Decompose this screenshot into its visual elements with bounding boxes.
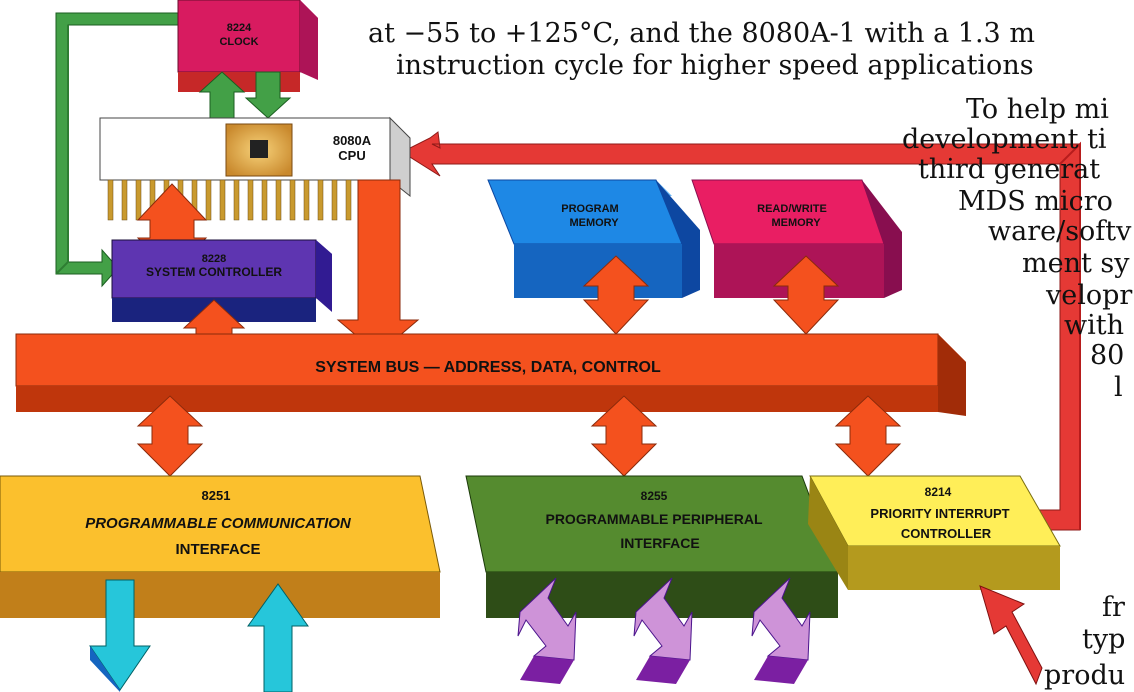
interrupt-part-number: 8214 — [925, 485, 952, 499]
clock-cpu-arrows — [198, 71, 292, 119]
clock-block: 8224 CLOCK — [177, 0, 318, 92]
peripheral-port-arrow-c — [751, 577, 811, 684]
cpu-part-number: 8080A — [333, 133, 372, 148]
bus-peripheral-arrow — [590, 395, 658, 477]
interrupt-input-arrow — [979, 585, 1043, 686]
comm-interface-block: 8251 PROGRAMMABLE COMMUNICATION INTERFAC… — [0, 475, 441, 618]
rw-memory-line1: READ/WRITE — [757, 203, 827, 215]
rw-memory-line2: MEMORY — [771, 217, 821, 229]
program-memory-bus-arrow — [582, 255, 650, 335]
rw-memory-block: READ/WRITE MEMORY — [691, 179, 902, 298]
controller-part-number: 8228 — [202, 253, 226, 265]
cpu-label: CPU — [338, 148, 365, 163]
controller-label: SYSTEM CONTROLLER — [146, 265, 282, 279]
comm-line1: PROGRAMMABLE COMMUNICATION — [85, 515, 352, 532]
system-bus-label: SYSTEM BUS — ADDRESS, DATA, CONTROL — [315, 359, 661, 376]
cpu-block: 8080A CPU — [99, 116, 411, 221]
interrupt-controller-block: 8214 PRIORITY INTERRUPT CONTROLLER — [808, 475, 1061, 590]
bus-interrupt-arrow — [834, 395, 902, 477]
peripheral-interface-block: 8255 PROGRAMMABLE PERIPHERAL INTERFACE — [465, 475, 839, 618]
peripheral-port-arrow-b — [633, 577, 693, 684]
serial-in-arrow — [247, 583, 309, 692]
serial-out-arrow — [89, 579, 151, 692]
program-memory-line2: MEMORY — [569, 217, 619, 229]
peripheral-port-arrow-a — [517, 577, 577, 684]
peripheral-line2: INTERFACE — [620, 535, 699, 551]
rw-memory-bus-arrow — [772, 255, 840, 335]
peripheral-part-number: 8255 — [641, 489, 668, 503]
bus-comm-arrow — [136, 395, 204, 477]
system-bus-block: SYSTEM BUS — ADDRESS, DATA, CONTROL — [15, 333, 966, 416]
clock-part-number: 8224 — [227, 22, 252, 34]
interrupt-loop-arrow — [400, 131, 1081, 531]
program-memory-block: PROGRAM MEMORY — [487, 179, 700, 298]
clock-loop-arrow — [55, 12, 179, 288]
peripheral-line1: PROGRAMMABLE PERIPHERAL — [545, 511, 762, 527]
interrupt-line2: CONTROLLER — [901, 526, 992, 541]
clock-label: CLOCK — [219, 36, 258, 48]
comm-part-number: 8251 — [202, 488, 231, 503]
comm-line2: INTERFACE — [175, 541, 260, 558]
interrupt-line1: PRIORITY INTERRUPT — [870, 506, 1009, 521]
program-memory-line1: PROGRAM — [561, 203, 618, 215]
